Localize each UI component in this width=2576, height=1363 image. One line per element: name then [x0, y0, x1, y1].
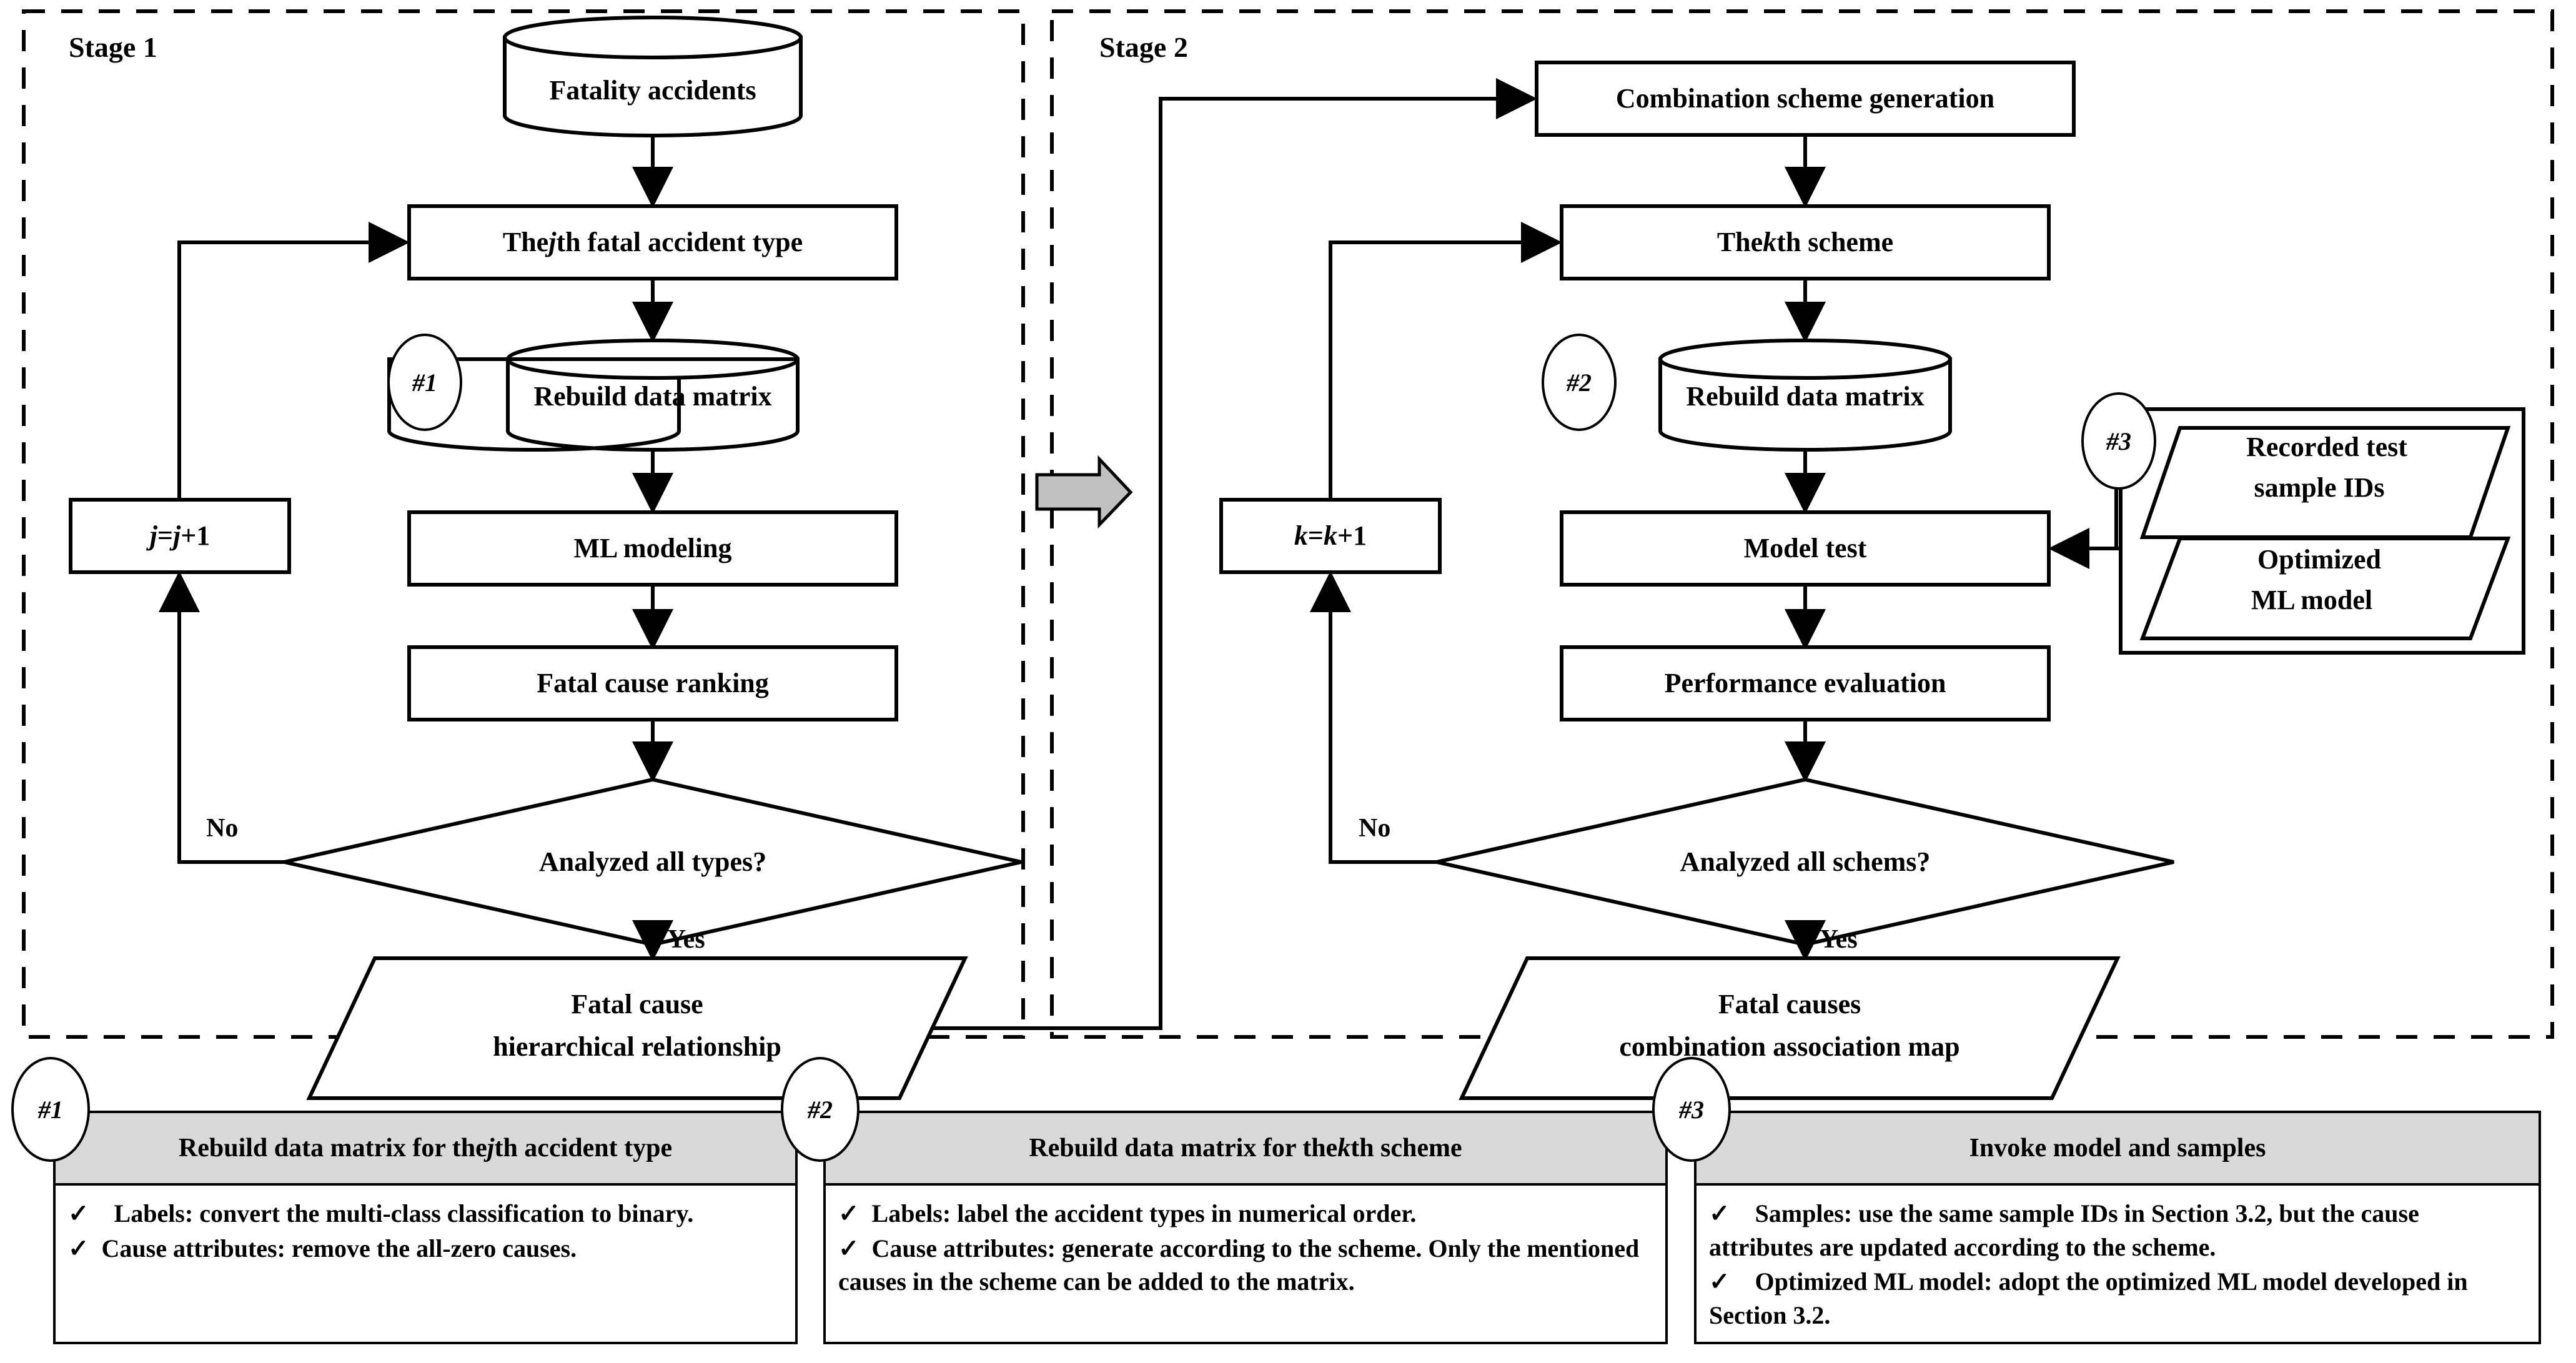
- legend-marker-2-badge: #2: [781, 1057, 859, 1162]
- legend-marker-3-badge: #3: [1652, 1057, 1731, 1162]
- output-fatal-causes-combination-map: [1459, 956, 2121, 1100]
- legend-table-3: Invoke model and samples ✓ Samples: use …: [1694, 1111, 2541, 1344]
- resource-optimized-ml-model: [2139, 537, 2511, 640]
- decision-analyzed-all-schemes: [1436, 777, 2174, 947]
- box-k-increment: [1219, 498, 1442, 574]
- legend-2-header-var: k: [1337, 1134, 1351, 1162]
- legend-2-line-1: ✓ Labels: label the accident types in nu…: [838, 1199, 1417, 1227]
- legend-3-header-pre: Invoke model and samples: [1969, 1134, 2266, 1162]
- box-kth-scheme: [1560, 204, 2051, 280]
- box-combination-scheme-generation: [1535, 61, 2076, 137]
- legend-1-line-1: ✓ Labels: convert the multi-class classi…: [68, 1199, 694, 1227]
- box-fatal-cause-ranking: [407, 645, 898, 721]
- legend-marker-1-badge: #1: [11, 1057, 90, 1162]
- arrow-stage1-to-stage2: [932, 78, 1537, 1030]
- legend-1-header-pre: Rebuild data matrix for the: [178, 1134, 487, 1162]
- box-ml-modeling: [407, 510, 898, 587]
- arrow-no-branch-stage2: [1310, 571, 1437, 864]
- marker-2-badge: #2: [1542, 334, 1617, 431]
- rebuild-data-matrix-cylinder-2: [1658, 339, 1952, 452]
- box-j-increment: [69, 498, 291, 574]
- marker-3-badge: #3: [2081, 392, 2156, 490]
- stage-transition-arrow: [1035, 455, 1133, 529]
- decision-analyzed-all-types: [284, 777, 1022, 947]
- arrow-k-increment-to-scheme: [1329, 222, 1562, 500]
- legend-2-line-2: ✓ Cause attributes: generate according t…: [838, 1234, 1640, 1296]
- box-jth-accident-type: [407, 204, 898, 280]
- legend-2-header-pre: Rebuild data matrix for the: [1029, 1134, 1338, 1162]
- marker-1-badge: #1: [387, 334, 462, 431]
- box-performance-evaluation: [1560, 645, 2051, 721]
- output-fatal-cause-hierarchy: [306, 956, 968, 1100]
- legend-2-header-post: th scheme: [1350, 1134, 1462, 1162]
- arrow-no-branch-stage1: [159, 571, 284, 864]
- legend-3-header: Invoke model and samples: [1697, 1113, 2539, 1186]
- legend-3-line-2: ✓ Optimized ML model: adopt the optimize…: [1709, 1267, 2468, 1329]
- resource-recorded-test-sample-ids: [2139, 426, 2511, 539]
- legend-1-line-2: ✓ Cause attributes: remove the all-zero …: [68, 1234, 577, 1262]
- fatality-accidents-cylinder: [503, 16, 803, 137]
- legend-2-body: ✓ Labels: label the accident types in nu…: [826, 1186, 1665, 1306]
- arrow-j-increment-to-type: [177, 222, 410, 500]
- legend-1-header-var: j: [487, 1134, 495, 1162]
- legend-3-body: ✓ Samples: use the same sample IDs in Se…: [1697, 1186, 2539, 1339]
- legend-1-header-post: th accident type: [494, 1134, 673, 1162]
- legend-1-body: ✓ Labels: convert the multi-class classi…: [56, 1186, 795, 1272]
- legend-3-line-1: ✓ Samples: use the same sample IDs in Se…: [1709, 1199, 2419, 1261]
- box-model-test: [1560, 510, 2051, 587]
